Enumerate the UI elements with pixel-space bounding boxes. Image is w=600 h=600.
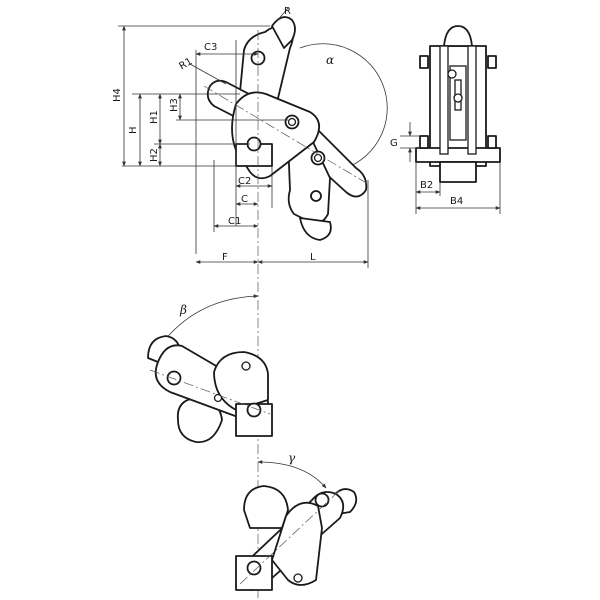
middle-view-pivot-left <box>166 370 182 386</box>
label-gamma: γ <box>288 451 296 465</box>
middle-view-pivot-right <box>246 402 262 418</box>
bottom-view-pivot-top <box>314 492 330 508</box>
alpha-swing-arc <box>299 43 388 169</box>
label-C3: C3 <box>204 42 217 53</box>
end-view-foot <box>439 161 477 183</box>
end-view-bolt-bottom-right <box>487 135 497 149</box>
end-view-inner-plate-right <box>467 45 477 155</box>
label-beta: β <box>179 303 187 317</box>
end-view-bolt-top-left <box>419 55 429 69</box>
top-view-pressure-tip <box>299 217 332 241</box>
top-view-pivot-low <box>310 190 322 202</box>
label-H2: H2 <box>149 148 160 162</box>
middle-view-pivot-link <box>241 361 251 371</box>
gamma-swing-arc <box>257 460 327 489</box>
label-R: R <box>284 6 291 17</box>
bottom-view-pivot-low <box>246 560 262 576</box>
middle-view-pressure-head <box>176 397 223 443</box>
label-B4: B4 <box>450 196 463 207</box>
end-view-inner-plate-left <box>439 45 449 155</box>
bottom-view-pressure-head <box>243 485 289 529</box>
bottom-view-clamp <box>235 460 358 591</box>
label-C1: C1 <box>228 216 241 227</box>
beta-swing-arc <box>159 294 259 347</box>
label-C: C <box>241 194 248 205</box>
label-H3: H3 <box>169 98 180 112</box>
label-F: F <box>222 252 228 263</box>
bottom-view-centerline <box>239 489 341 585</box>
label-H1: H1 <box>149 110 160 124</box>
middle-view-pivot-lower <box>213 393 223 403</box>
end-view-stud-mid <box>453 93 463 103</box>
bottom-view-link-plate <box>271 501 323 586</box>
label-H4: H4 <box>112 88 123 102</box>
end-view-handle-top <box>443 25 473 47</box>
end-view-base-plate <box>415 147 501 163</box>
label-B2: B2 <box>420 180 433 191</box>
end-view-clamp <box>415 25 501 183</box>
label-G: G <box>390 138 398 149</box>
bottom-view-pivot-right <box>293 573 303 583</box>
middle-view-centerline <box>149 369 271 415</box>
label-R1: R1 <box>178 56 195 72</box>
top-view-diagonal-centerline <box>203 85 369 185</box>
middle-view-clamp <box>147 294 273 443</box>
label-alpha: α <box>326 53 334 67</box>
label-L: L <box>310 252 316 263</box>
label-H: H <box>128 126 139 134</box>
label-C2: C2 <box>238 176 251 187</box>
top-view-pivot-mid-inner <box>287 117 297 127</box>
end-view-bolt-bottom-left <box>419 135 429 149</box>
end-view-bolt-top-right <box>487 55 497 69</box>
end-view-dimensions: G B2 B4 <box>390 122 501 214</box>
end-view-stud-top <box>447 69 457 79</box>
top-view-dimensions: R C3 R1 α H4 H H1 H2 H3 C2 C C1 F L <box>112 6 369 268</box>
